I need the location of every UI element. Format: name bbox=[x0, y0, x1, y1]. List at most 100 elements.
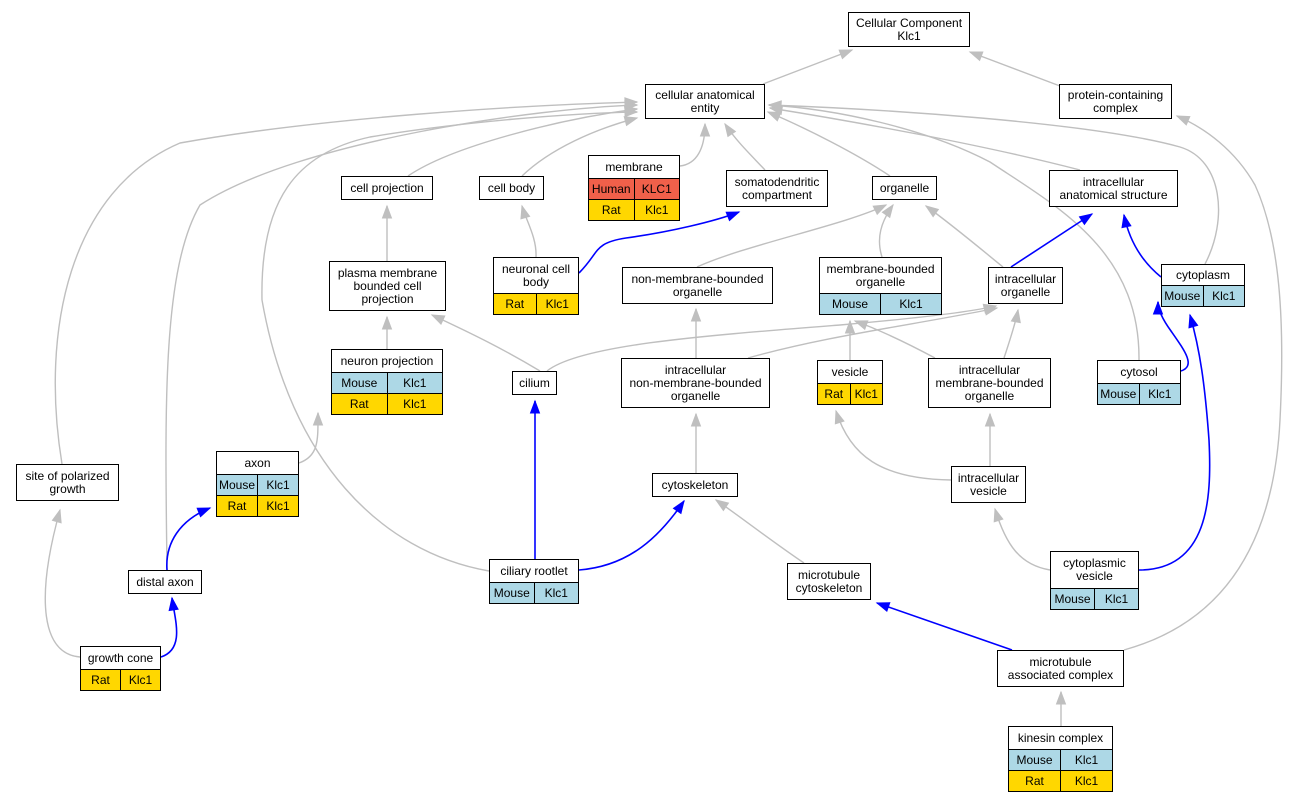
species-cell: Mouse bbox=[1164, 289, 1201, 303]
species-cell: Mouse bbox=[1100, 387, 1137, 401]
edge-arrowhead-ncb-to-somato bbox=[725, 211, 741, 222]
edge-arrowhead-cae-to-root bbox=[838, 49, 854, 60]
edge-ciliaryrootlet-to-cytoskeleton bbox=[578, 500, 685, 571]
edge-distalaxon-to-cae bbox=[165, 104, 638, 571]
edge-arrowhead-inmbo-to-nmbo bbox=[690, 307, 702, 322]
edge-arrowhead-cellbody-to-cae bbox=[623, 116, 639, 127]
go-term-label: cell body bbox=[487, 180, 536, 195]
edge-arrowhead-imbo-to-io bbox=[1010, 308, 1021, 324]
go-term-distalaxon[interactable]: distal axon bbox=[128, 570, 202, 594]
go-term-label: axon bbox=[244, 455, 271, 470]
edge-cytoplasm-to-cae bbox=[768, 104, 1220, 265]
edge-cae-to-root bbox=[762, 49, 853, 85]
edge-arrowhead-somato-to-cae bbox=[724, 122, 737, 138]
species-cell: Mouse bbox=[218, 478, 256, 492]
edge-arrowhead-ncb-to-cellbody bbox=[520, 204, 531, 220]
go-term-cilium[interactable]: cilium bbox=[512, 371, 557, 395]
go-term-pcc[interactable]: protein-containing complex bbox=[1059, 84, 1172, 119]
go-term-io[interactable]: intracellular organelle bbox=[988, 267, 1063, 304]
go-term-somato[interactable]: somatodendritic compartment bbox=[726, 170, 828, 207]
go-term-organelle[interactable]: organelle bbox=[872, 176, 937, 200]
go-term-label: intracellular anatomical structure bbox=[1059, 174, 1168, 202]
edge-mtcsk-to-cytoskeleton bbox=[715, 499, 805, 564]
go-term-label: cytosol bbox=[1120, 364, 1158, 379]
gene-cell: Klc1 bbox=[1202, 286, 1245, 306]
edge-arrowhead-cytoskeleton-to-inmbo bbox=[690, 412, 702, 427]
go-term-iv[interactable]: intracellular vesicle bbox=[951, 466, 1026, 503]
go-term-inmbo[interactable]: intracellular non-membrane-bounded organ… bbox=[621, 358, 770, 408]
go-term-cytoskeleton[interactable]: cytoskeleton bbox=[652, 473, 738, 497]
gene-cell: Klc1 bbox=[533, 583, 579, 603]
gene-cell: Klc1 bbox=[535, 294, 579, 314]
edge-arrowhead-growthcone-to-spg bbox=[51, 508, 62, 524]
species-cell: Mouse bbox=[341, 376, 378, 390]
species-cell: Mouse bbox=[831, 297, 869, 311]
edge-mac-to-mtcsk bbox=[876, 602, 1013, 651]
edge-cytosol-to-cae bbox=[768, 104, 1140, 361]
edge-mac-to-pcc bbox=[1123, 115, 1283, 651]
species-cell: Rat bbox=[505, 297, 525, 311]
edge-arrowhead-pmbcp-to-cellproj bbox=[381, 204, 393, 219]
edge-inmbo-to-io bbox=[747, 307, 998, 359]
edge-ias-to-cae bbox=[769, 107, 1081, 171]
go-term-imbo[interactable]: intracellular membrane-bounded organelle bbox=[928, 358, 1051, 408]
edge-iv-to-vesicle bbox=[835, 410, 952, 481]
edge-arrowhead-organelle-to-cae bbox=[766, 111, 782, 122]
go-term-cellproj[interactable]: cell projection bbox=[341, 176, 433, 200]
edge-arrowhead-ciliaryrootlet-to-cytoskeleton bbox=[672, 499, 685, 515]
go-term-cae[interactable]: cellular anatomical entity bbox=[645, 84, 765, 119]
edge-cilium-to-io bbox=[546, 305, 997, 372]
edge-arrowhead-mac-to-mtcsk bbox=[875, 602, 891, 613]
go-term-root[interactable]: Cellular Component Klc1 bbox=[848, 12, 970, 47]
edge-arrowhead-iv-to-imbo bbox=[984, 412, 996, 427]
go-term-label: cytoplasmic vesicle bbox=[1063, 556, 1126, 583]
go-term-label: Cellular Component Klc1 bbox=[855, 15, 963, 43]
edge-arrowhead-pcc-to-root bbox=[968, 51, 984, 62]
edge-pcc-to-root bbox=[969, 51, 1061, 87]
edge-arrowhead-cytoplasm-to-ias bbox=[1121, 213, 1132, 229]
edge-arrowhead-cytovesicle-to-cytoplasm bbox=[1188, 313, 1199, 329]
edge-arrowhead-cytovesicle-to-iv bbox=[993, 507, 1004, 523]
species-cell: Rat bbox=[824, 387, 844, 401]
go-term-spg[interactable]: site of polarized growth bbox=[16, 464, 119, 501]
go-term-label: growth cone bbox=[87, 650, 154, 665]
go-term-ias[interactable]: intracellular anatomical structure bbox=[1049, 170, 1178, 207]
go-term-pmbcp[interactable]: plasma membrane bounded cell projection bbox=[329, 261, 446, 311]
go-term-label: cellular anatomical entity bbox=[655, 87, 755, 115]
edge-distalaxon-to-axon bbox=[166, 507, 211, 571]
edge-arrowhead-vesicle-to-mbo bbox=[844, 319, 856, 334]
go-term-mac[interactable]: microtubule associated complex bbox=[997, 650, 1124, 687]
go-term-label: microtubule cytoskeleton bbox=[795, 567, 863, 595]
go-term-label: kinesin complex bbox=[1017, 730, 1104, 745]
edge-arrowhead-mtcsk-to-cytoskeleton bbox=[714, 499, 730, 512]
go-term-label: microtubule associated complex bbox=[1007, 654, 1114, 682]
go-term-label: membrane-bounded organelle bbox=[826, 261, 935, 289]
go-term-cellbody[interactable]: cell body bbox=[479, 176, 544, 200]
go-term-nmbo[interactable]: non-membrane-bounded organelle bbox=[622, 267, 773, 304]
go-term-mtcsk[interactable]: microtubule cytoskeleton bbox=[787, 563, 871, 600]
edge-arrowhead-mbo-to-organelle bbox=[881, 203, 894, 219]
gene-cell: Klc1 bbox=[386, 394, 443, 414]
edge-arrowhead-kinesin-to-mac bbox=[1055, 690, 1067, 705]
